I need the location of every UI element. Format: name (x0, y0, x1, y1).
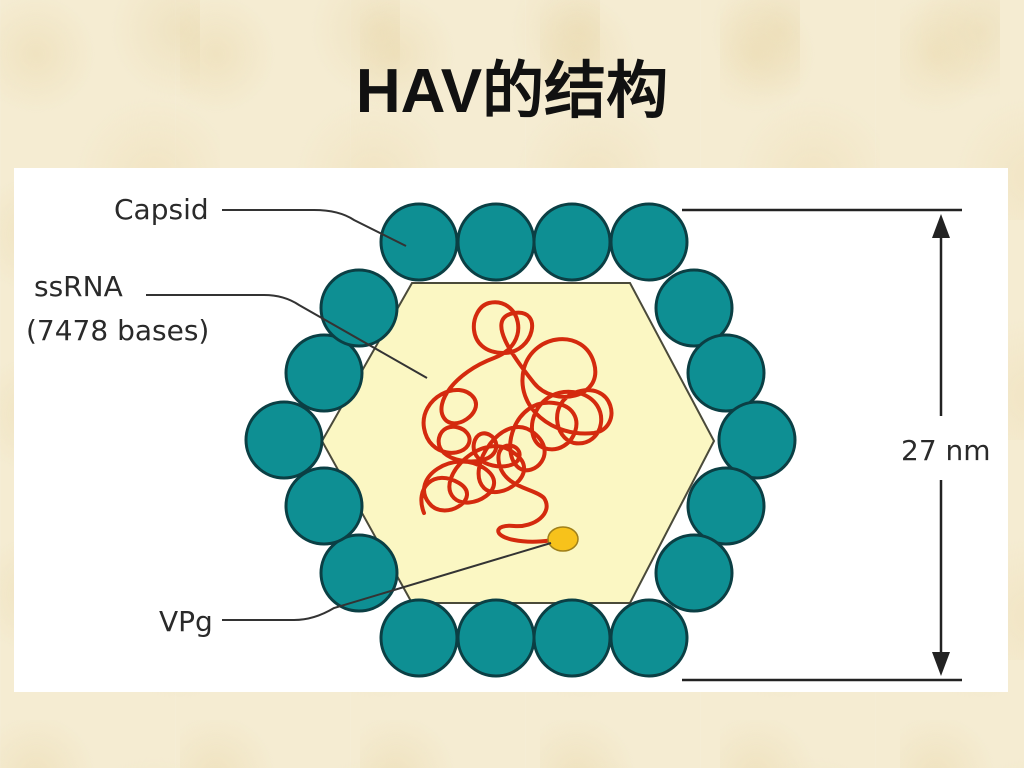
capsid-shell (244, 202, 797, 678)
capsomere-17 (284, 333, 364, 413)
capsomere-10 (609, 598, 689, 678)
capsomere-6 (686, 333, 766, 413)
ssrna-strand (419, 300, 614, 544)
capsomere-3 (532, 202, 612, 282)
capsomere-14 (319, 533, 399, 613)
size-dimension (682, 208, 962, 682)
diagram-canvas: Capsid ssRNA (7478 bases) VPg 27 nm (26, 193, 991, 682)
capsomere-15 (284, 466, 364, 546)
vpg-label: VPg (159, 605, 213, 638)
capsomere-8 (686, 466, 766, 546)
capsomere-2 (456, 202, 536, 282)
slide-title: HAV的结构 (355, 57, 669, 126)
capsomere-9 (654, 533, 734, 613)
capsomere-18 (319, 268, 399, 348)
size-label: 27 nm (901, 434, 991, 467)
capsomere-7 (717, 400, 797, 480)
capsomere-16 (244, 400, 324, 480)
vpg-protein (547, 526, 579, 552)
capsid-leader-line (222, 209, 407, 247)
ssrna-bases-label: (7478 bases) (26, 314, 209, 347)
vpg-leader-line (222, 542, 552, 621)
capsomere-13 (379, 598, 459, 678)
arrow-up-icon (932, 214, 950, 238)
capsomere-4 (609, 202, 689, 282)
capsomere-12 (456, 598, 536, 678)
capsomere-11 (532, 598, 612, 678)
capsid-label: Capsid (114, 193, 209, 226)
hav-structure-diagram: Capsid ssRNA (7478 bases) VPg 27 nm (14, 168, 1008, 692)
capsomere-1 (379, 202, 459, 282)
leader-lines (146, 209, 552, 621)
ssrna-leader-line (146, 294, 428, 379)
arrow-down-icon (932, 652, 950, 676)
ssrna-label: ssRNA (34, 270, 123, 303)
capsomere-5 (654, 268, 734, 348)
